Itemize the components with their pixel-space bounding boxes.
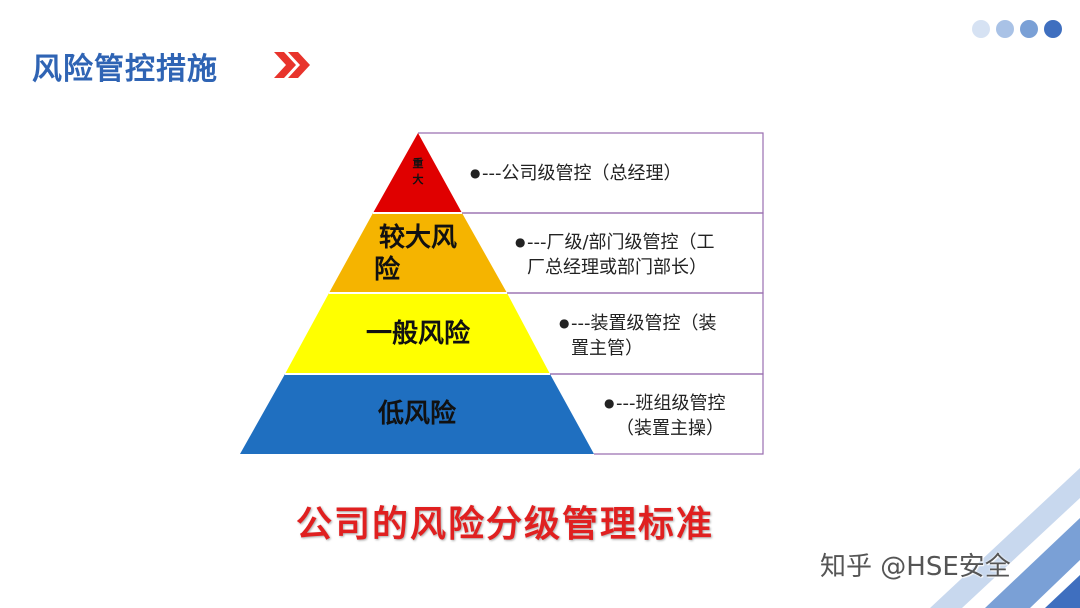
tier2-desc-line2: 厂总经理或部门部长） (527, 257, 707, 278)
tier1-desc-line1: ---公司级管控（总经理） (482, 163, 682, 184)
tier2-shape (329, 213, 507, 293)
dot-4 (1044, 20, 1062, 38)
tier2-label-line1: 较大风 (378, 223, 457, 253)
tier4-shape (240, 374, 594, 454)
tier4-label: 低风险 (342, 398, 492, 430)
tier3-shape (285, 293, 550, 374)
tier1-label-line2: 大 (412, 173, 424, 186)
tier1-shape (373, 133, 462, 213)
tier2-description: ● ---厂级/部门级管控（工 厂总经理或部门部长） (515, 230, 715, 280)
tier3-desc-line2: 置主管） (571, 338, 643, 359)
bullet-icon: ● (604, 396, 615, 410)
dot-2 (996, 20, 1014, 38)
tier3-desc-line1: ---装置级管控（装 (571, 313, 717, 334)
tier4-desc-line1: ---班组级管控 (616, 393, 726, 414)
bullet-icon: ● (559, 316, 570, 330)
tier1-description: ● ---公司级管控（总经理） (470, 161, 682, 186)
diagram-caption: 公司的风险分级管理标准 (296, 504, 715, 545)
tier1-label: 重 大 (404, 156, 432, 188)
tier3-label-line1: 一般风险 (365, 319, 470, 349)
bullet-icon: ● (470, 166, 481, 180)
tier1-label-line1: 重 (412, 157, 424, 170)
slide-title: 风险管控措施 (32, 52, 218, 87)
tier3-label: 一般风险 (338, 318, 498, 350)
tier2-desc-line1: ---厂级/部门级管控（工 (527, 232, 715, 253)
tier3-description: ● ---装置级管控（装 置主管） (559, 311, 717, 361)
tier4-description: ● ---班组级管控 （装置主操） (604, 391, 726, 441)
tier4-box (550, 373, 764, 455)
bullet-icon: ● (515, 235, 526, 249)
tier4-desc-line2: （装置主操） (616, 418, 724, 439)
dot-3 (1020, 20, 1038, 38)
tier2-label: 较大风 险 (358, 222, 478, 286)
dot-1 (972, 20, 990, 38)
tier4-label-line1: 低风险 (377, 399, 456, 429)
watermark: 知乎 @HSE安全 (820, 552, 1011, 582)
tier2-label-line2: 险 (374, 255, 401, 285)
double-chevron-right-icon (274, 52, 310, 78)
